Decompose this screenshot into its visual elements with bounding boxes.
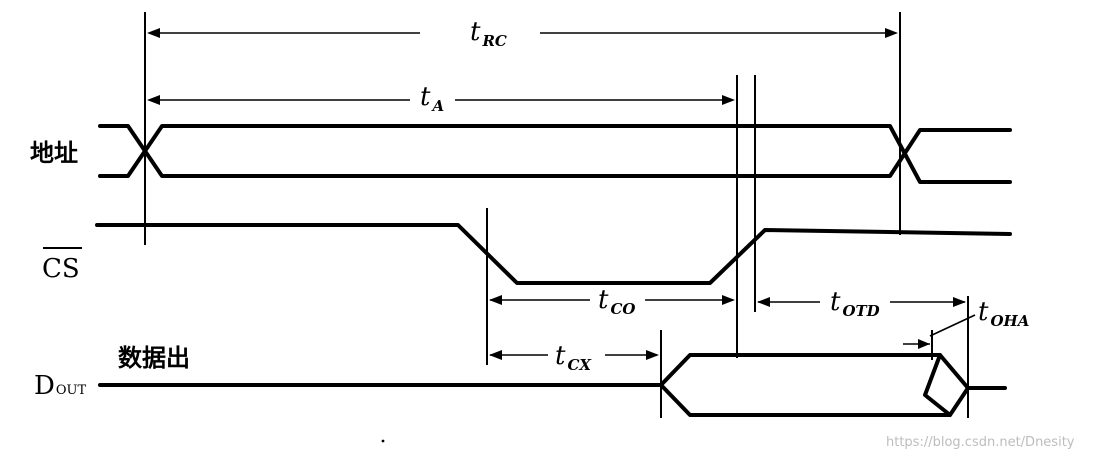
cs-signal-label: CS (42, 254, 80, 284)
dout-signal-label: D (34, 371, 55, 401)
svg-text:tRC: tRC (470, 17, 507, 50)
trc-label-sub: RC (481, 32, 506, 50)
dout-signal-sub: OUT (56, 383, 87, 398)
data-out-label: 数据出 (118, 344, 190, 372)
toha-label-main: t (978, 297, 989, 327)
watermark-text: https://blog.csdn.net/Dnesity (886, 435, 1075, 450)
svg-text:tCO: tCO (598, 285, 635, 318)
guide-lines (144, 12, 969, 418)
tcx-label-main: t (555, 341, 566, 371)
svg-text:DOUT: DOUT (34, 371, 86, 401)
stray-dot (381, 439, 385, 443)
tco-label-main: t (598, 285, 609, 315)
tcx-label-sub: CX (567, 356, 592, 374)
ta-label-main: t (420, 82, 431, 112)
totd-label-sub: OTD (842, 302, 879, 320)
cs-signal: CS (42, 247, 82, 284)
toha-label-sub: OHA (990, 312, 1029, 330)
dout-waveform (98, 353, 1007, 417)
ta-label-sub: A (430, 97, 444, 115)
tco-label-sub: CO (610, 300, 635, 318)
svg-text:tCX: tCX (555, 341, 592, 374)
trc-label-main: t (470, 17, 481, 47)
svg-text:tA: tA (420, 82, 444, 115)
totd-label-main: t (830, 287, 841, 317)
cs-waveform (95, 223, 1012, 285)
address-signal-label: 地址 (30, 139, 78, 167)
address-waveform (98, 124, 1012, 184)
